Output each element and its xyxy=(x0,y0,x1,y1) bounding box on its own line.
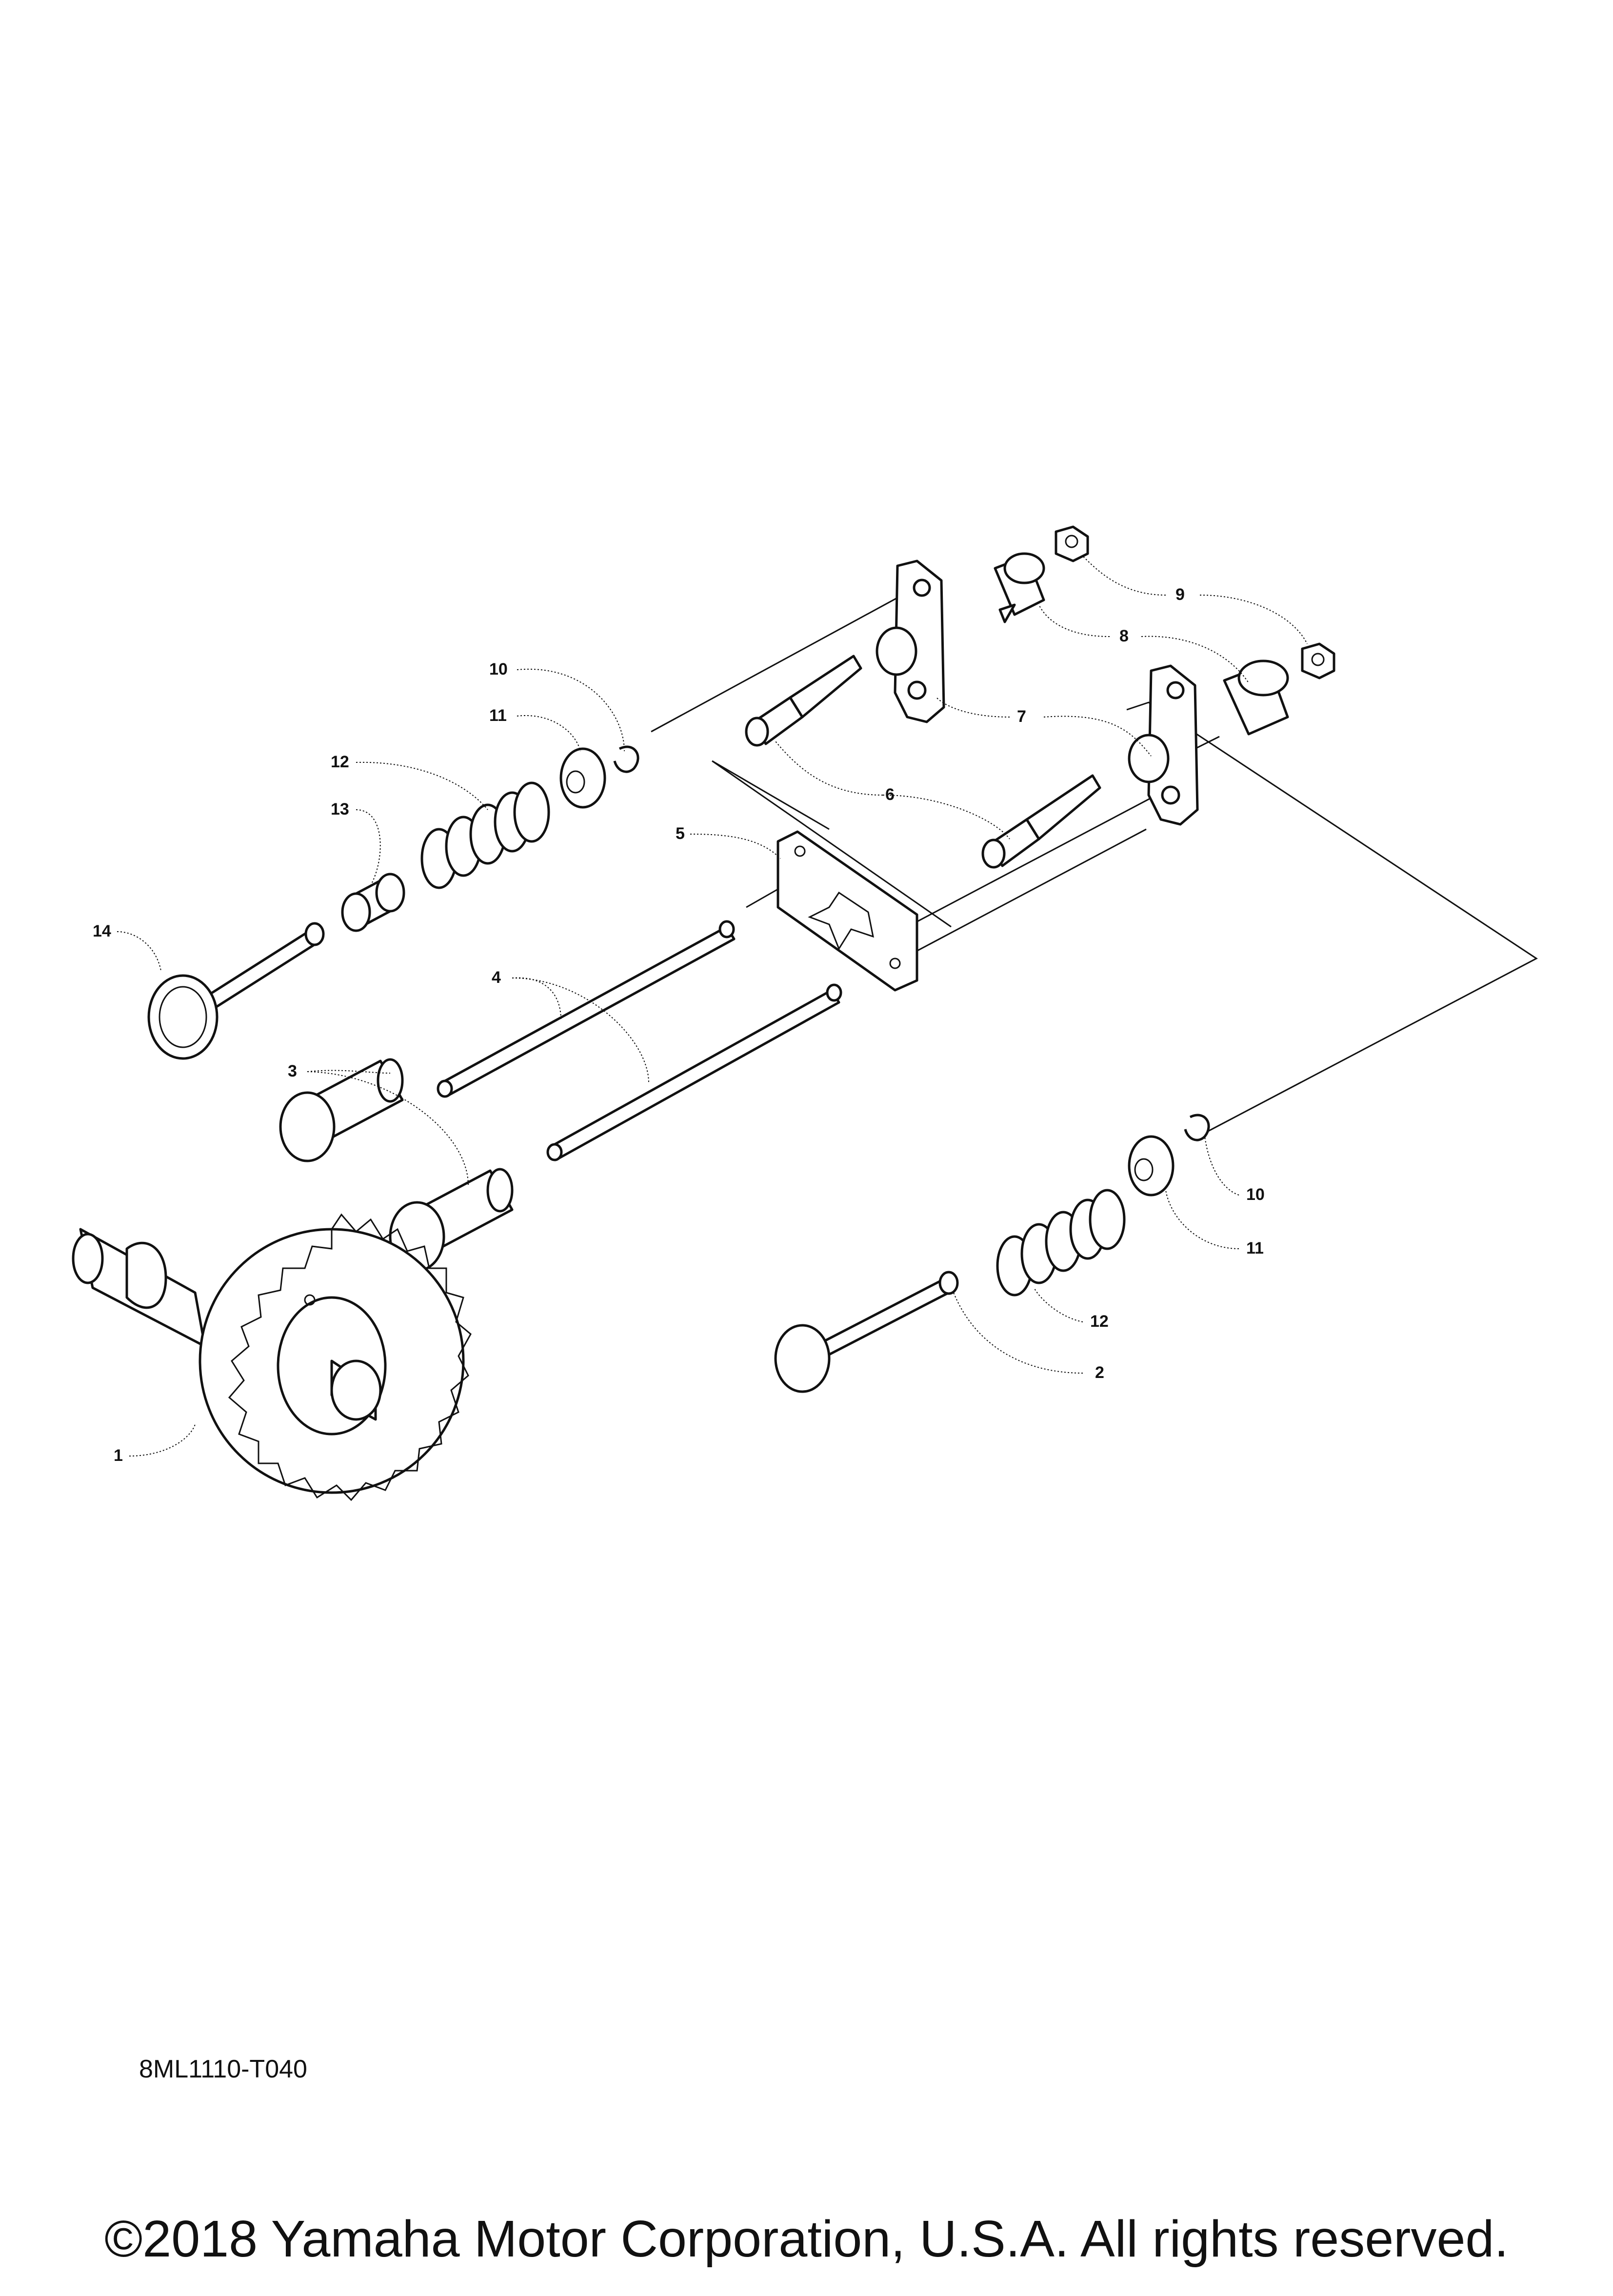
callout-12-lower: 12 xyxy=(1090,1312,1109,1331)
callout-5: 5 xyxy=(676,824,685,843)
clip-part-10b xyxy=(1184,1114,1210,1141)
stud-part-6b xyxy=(981,774,1101,869)
callout-4: 4 xyxy=(492,968,501,987)
nut-part-9a xyxy=(1055,525,1089,562)
pivot-part-8a xyxy=(994,552,1045,623)
callout-10-lower: 10 xyxy=(1246,1185,1265,1204)
callout-11-lower: 11 xyxy=(1246,1239,1264,1258)
clip-part-10a xyxy=(613,745,639,773)
callout-8: 8 xyxy=(1119,627,1129,645)
callout-12-upper: 12 xyxy=(331,753,349,771)
valve-spring-part-12a xyxy=(420,781,550,889)
callout-2: 2 xyxy=(1095,1363,1104,1382)
valve-part-2 xyxy=(774,1271,959,1393)
callout-14: 14 xyxy=(93,922,111,940)
diagram-code: 8ML1110-T040 xyxy=(139,2055,307,2083)
leader-lines xyxy=(117,556,1308,1457)
stud-part-6a xyxy=(745,655,862,747)
valve-seal-part-13 xyxy=(341,873,405,932)
assembly-lines xyxy=(651,594,1538,1133)
callout-3: 3 xyxy=(288,1062,297,1080)
retainer-part-11a xyxy=(559,747,606,809)
callout-labels: 10 11 12 13 14 5 4 3 6 7 8 9 10 11 12 2 … xyxy=(93,585,1265,1465)
nut-part-9b xyxy=(1301,642,1335,679)
valve-spring-part-12b xyxy=(996,1189,1126,1297)
valve-part-14 xyxy=(147,922,325,1060)
camshaft-part-1 xyxy=(72,1213,472,1501)
callout-6: 6 xyxy=(885,785,895,804)
callout-13: 13 xyxy=(331,800,349,819)
retainer-part-11b xyxy=(1128,1135,1175,1197)
callout-7: 7 xyxy=(1017,707,1026,726)
rocker-arm-part-7a xyxy=(876,559,945,723)
pivot-part-8b xyxy=(1223,659,1289,736)
push-rod-part-4a xyxy=(437,920,736,1098)
callout-10-upper: 10 xyxy=(489,660,508,679)
callout-9: 9 xyxy=(1175,585,1185,604)
push-rod-part-4b xyxy=(546,983,842,1161)
callout-1: 1 xyxy=(114,1446,123,1465)
tappet-part-3a xyxy=(279,1058,404,1162)
callout-11-upper: 11 xyxy=(489,706,507,725)
guide-plate-part-5 xyxy=(777,830,918,992)
copyright-notice: ©2018 Yamaha Motor Corporation, U.S.A. A… xyxy=(104,2210,1509,2268)
rocker-arm-part-7b xyxy=(1128,664,1199,826)
